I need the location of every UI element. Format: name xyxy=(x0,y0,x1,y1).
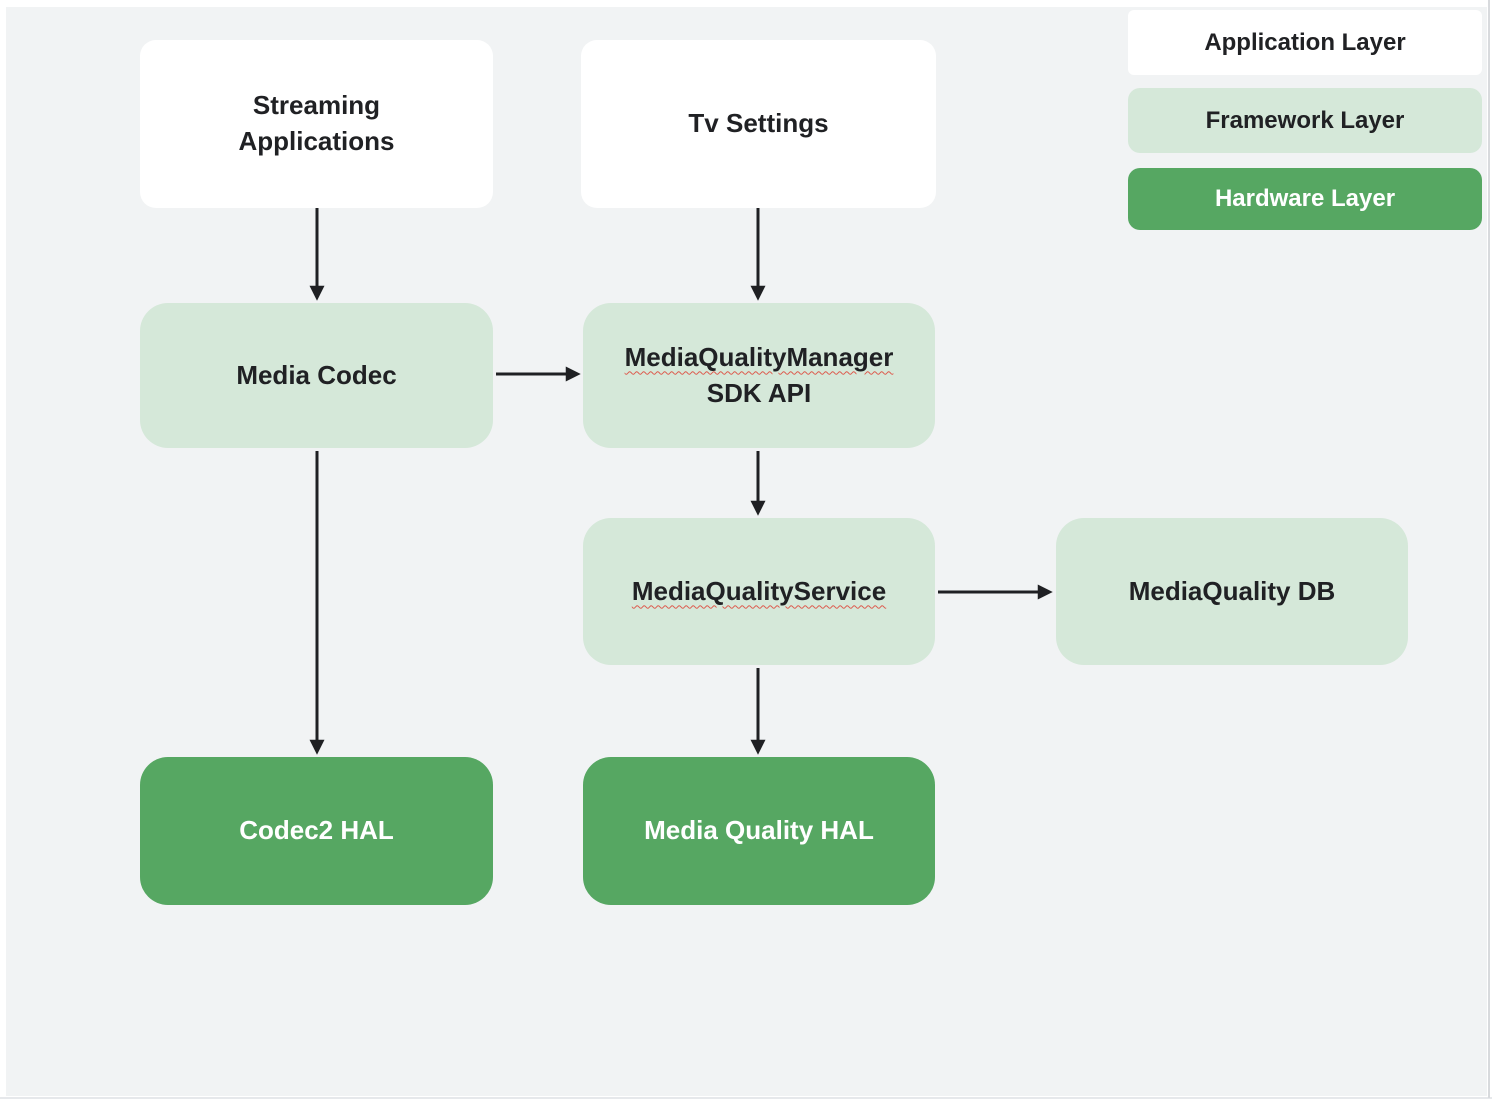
legend-application-layer: Application Layer xyxy=(1128,10,1482,75)
scrollbar-edge xyxy=(1488,0,1490,1098)
node-streaming-applications: Streaming Applications xyxy=(140,40,493,208)
node-label: Media Codec xyxy=(236,358,396,394)
node-media-quality-hal: Media Quality HAL xyxy=(583,757,935,905)
node-tv-settings: Tv Settings xyxy=(581,40,936,208)
label-line-1: MediaQualityService xyxy=(631,575,887,606)
node-label: Media Quality HAL xyxy=(644,813,874,849)
legend-label: Application Layer xyxy=(1204,28,1406,56)
bottom-divider xyxy=(0,1097,1492,1099)
node-label: Codec2 HAL xyxy=(239,813,394,849)
label-line-1: Media Codec xyxy=(236,359,397,390)
node-label: MediaQualityManager SDK API xyxy=(625,340,894,412)
node-label: Streaming Applications xyxy=(238,88,394,160)
node-label: MediaQualityService xyxy=(632,574,886,610)
node-codec2-hal: Codec2 HAL xyxy=(140,757,493,905)
node-label: Tv Settings xyxy=(688,106,828,142)
label-line-1: Tv Settings xyxy=(688,108,829,139)
legend-label: Hardware Layer xyxy=(1214,185,1396,212)
node-mediaquality-db: MediaQuality DB xyxy=(1056,518,1408,665)
node-mediaqualityservice: MediaQualityService xyxy=(583,518,935,665)
label-line-1: MediaQualityManager xyxy=(624,341,894,372)
node-mediaqualitymanager-sdk-api: MediaQualityManager SDK API xyxy=(583,303,935,448)
label-line-1: Media Quality HAL xyxy=(644,815,874,846)
label-line-1: Codec2 HAL xyxy=(239,815,394,846)
legend-label: Framework Layer xyxy=(1205,106,1405,134)
legend-framework-layer: Framework Layer xyxy=(1128,88,1482,153)
label-line-1: Streaming xyxy=(252,90,381,121)
node-media-codec: Media Codec xyxy=(140,303,493,448)
legend-hardware-layer: Hardware Layer xyxy=(1128,168,1482,230)
node-label: MediaQuality DB xyxy=(1129,574,1336,610)
label-line-2: SDK API xyxy=(706,377,812,408)
label-line-1: MediaQuality DB xyxy=(1128,575,1336,606)
label-line-2: Applications xyxy=(238,126,395,156)
